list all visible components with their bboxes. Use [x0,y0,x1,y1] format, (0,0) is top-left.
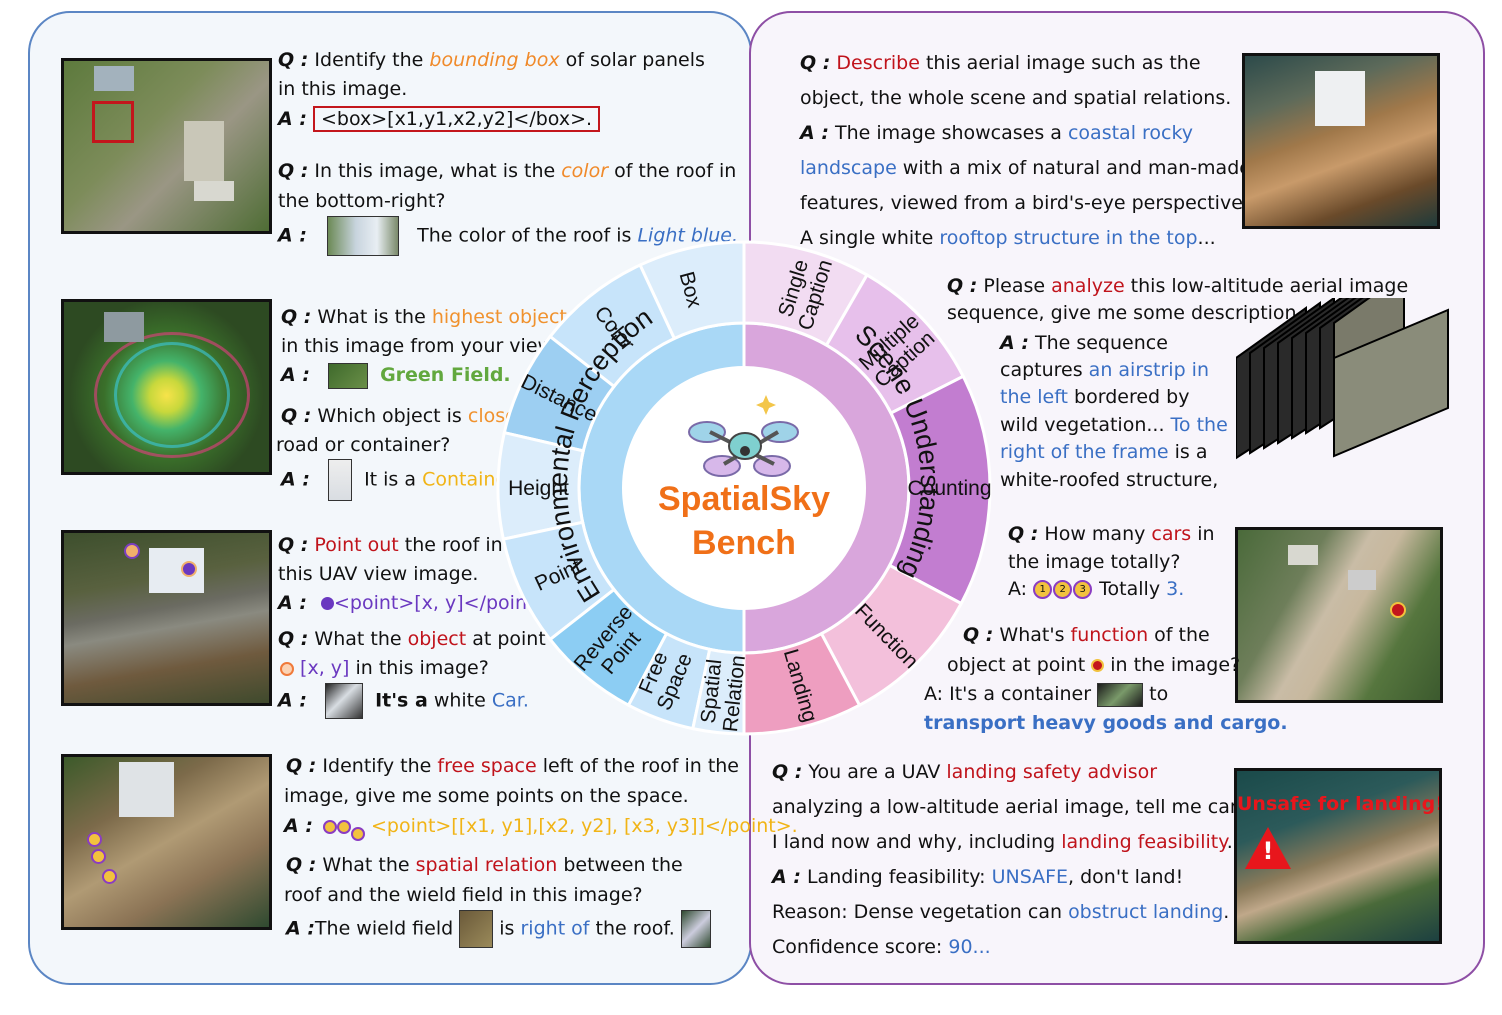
center-title-line2: Bench [692,524,796,562]
point-question: Q : Point out the roof in [278,534,503,556]
coastal-aerial-image [1242,53,1440,229]
multiple-caption-question-line2: sequence, give me some description. [947,302,1303,324]
segment-free-space [626,631,712,731]
box-answer: A : <box>[x1,y1,x2,y2]</box>. [278,104,601,134]
count-marker-3: 3 [1073,580,1093,599]
solar-panel-aerial-image [61,58,272,234]
function-dot [1091,659,1105,672]
spatial-question-line2: roof and the wield field in this image? [284,884,643,906]
multiple-caption-answer-line4: wild vegetation... To the [1000,414,1228,436]
multiple-caption-question: Q : Please analyze this low-altitude aer… [947,275,1409,297]
single-caption-question-line2: object, the whole scene and spatial rela… [800,87,1232,109]
point-question-line2: this UAV view image. [278,563,479,585]
landing-question-line2: analyzing a low-altitude aerial image, t… [772,796,1242,818]
counting-question: Q : How many cars in [1008,523,1215,545]
car-thumbnail [324,683,363,719]
single-caption-question: Q : Describe this aerial image such as t… [800,52,1201,74]
point-marker [181,561,197,577]
function-question: Q : What's function of the [963,624,1210,646]
segment-spatial-relation [691,647,746,736]
green-field-thumbnail [327,362,368,389]
landing-answer: A : Landing feasibility: UNSAFE, don't l… [772,866,1184,888]
function-answer-line2: transport heavy goods and cargo. [924,712,1288,734]
reverse-dot [280,661,294,676]
free-space-image [61,754,272,930]
counting-question-line2: the image totally? [1008,551,1181,573]
wield-field-thumbnail [459,910,494,948]
unsafe-overlay-text: Unsafe for landing!!! [1237,793,1442,815]
image-sequence-stack [1236,298,1449,460]
count-marker-2: 2 [1053,580,1073,599]
multiple-caption-answer-line2: captures an airstrip in [1000,359,1209,381]
bounding-box-marker [92,101,134,143]
segment-label-counting: Counting [907,477,991,500]
point-answer: A : <point>[x, y]</point> [278,592,551,614]
segment-landing [742,631,862,736]
single-caption-answer-line2: landscape with a mix of natural and man-… [800,157,1251,179]
multiple-caption-answer-line6: white-roofed structure, [1000,469,1219,491]
free-space-answer: A : <point>[[x1, y1],[x2, y2], [x3, y3]]… [284,811,798,841]
roof-thumbnail-small [680,910,711,948]
multiple-caption-answer-line3: the left bordered by [1000,386,1190,408]
uav-view-image [61,530,272,706]
sequence-frame-front [1333,308,1449,458]
reverse-question: Q : What the object at point [278,628,546,650]
roof-thumbnail [326,216,399,256]
distance-answer: A : It is a Container. [281,459,519,501]
segment-distance [502,334,617,453]
single-caption-answer: A : The image showcases a coastal rocky [800,122,1194,144]
container-thumbnail-dark [1097,682,1144,707]
spatial-question: Q : What the spatial relation between th… [286,854,683,876]
container-thumbnail [327,459,352,501]
drone-icon [688,395,799,477]
reverse-point-marker [124,543,140,559]
box-question-line2: in this image. [278,78,408,100]
color-answer: A : The color of the roof is Light blue. [278,216,738,256]
height-question-line2: in this image from your view? [281,335,564,357]
landing-confidence: Confidence score: 90... [772,936,991,958]
landing-question-line3: I land now and why, including landing fe… [772,831,1245,853]
spatial-answer: A :The wield field is right of the roof. [286,910,711,948]
single-caption-answer-line3: features, viewed from a bird's-eye persp… [800,192,1249,214]
color-question: Q : In this image, what is the color of … [278,160,737,182]
landing-question: Q : You are a UAV landing safety advisor [772,761,1158,783]
height-answer: A : Green Field. [281,360,511,390]
segment-label-spatial-relation: SpatialRelation [696,652,750,733]
function-answer: A: It's a container to [924,682,1169,707]
segment-height [496,430,586,541]
count-marker-1: 1 [1033,580,1053,599]
color-question-line2: the bottom-right? [278,190,446,212]
free-space-question: Q : Identify the free space left of the … [286,755,739,777]
multiple-caption-answer: A : The sequence [1000,332,1168,354]
distance-question-line2: road or container? [276,434,451,456]
warning-icon-mark: ! [1262,837,1274,865]
multiple-caption-answer-line5: right of the frame is a [1000,441,1208,463]
single-caption-answer-line4: A single white rooftop structure in the … [800,227,1216,249]
box-question: Q : Identify the bounding box of solar p… [278,49,705,71]
reverse-question-line2: [x, y] in this image? [280,653,489,683]
point-dot [320,597,334,610]
center-title-line1: SpatialSky [658,480,830,518]
segment-color [548,263,677,389]
height-question: Q : What is the highest object [281,306,567,328]
landing-reason: Reason: Dense vegetation can obstruct la… [772,901,1230,923]
segment-label-height: Height [508,477,569,500]
segment-reverse-point [548,587,669,708]
reverse-answer: A : It's a white Car. [278,683,529,719]
counting-aerial-image [1235,527,1443,703]
warning-icon [1245,827,1291,869]
function-question-line2: object at point in the image? [947,654,1241,676]
function-point-marker [1390,602,1406,618]
trajectory-aerial-image [61,299,272,475]
free-space-question-line2: image, give me some points on the space. [284,785,689,807]
landing-aerial-image: Unsafe for landing!!! ! [1234,768,1442,944]
